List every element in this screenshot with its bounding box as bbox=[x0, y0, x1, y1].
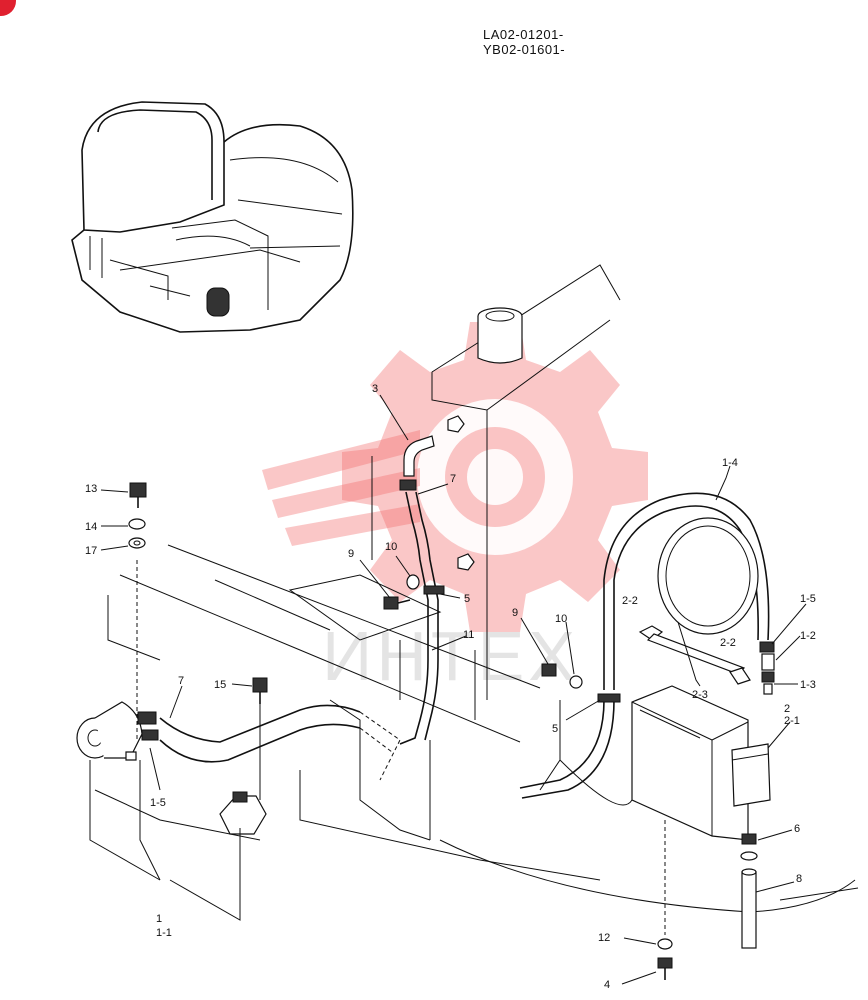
bolt-9-left bbox=[383, 574, 420, 610]
serial-number-2: YB02-01601- bbox=[483, 42, 566, 57]
label-17: 17 bbox=[85, 545, 97, 557]
label-1-5-lower: 1-5 bbox=[150, 797, 166, 809]
label-12: 12 bbox=[598, 932, 610, 944]
filler-neck bbox=[477, 307, 523, 364]
washer-12-bolt-4 bbox=[657, 820, 673, 980]
elbow-fitting-and-hose bbox=[399, 415, 475, 745]
watermark-text: ИНТЕХ bbox=[322, 617, 579, 695]
label-2-2-right: 2-2 bbox=[720, 637, 736, 649]
bracket-2-2 bbox=[638, 625, 751, 685]
label-10-left: 10 bbox=[385, 541, 397, 553]
serial-number-1: LA02-01201- bbox=[483, 27, 564, 42]
hose-1-4 bbox=[519, 492, 770, 799]
machine-frame bbox=[94, 264, 859, 913]
label-9-right: 9 bbox=[512, 607, 518, 619]
label-2: 2 bbox=[784, 703, 790, 715]
label-2-3: 2-3 bbox=[692, 689, 708, 701]
label-1: 1 bbox=[156, 913, 162, 925]
label-6: 6 bbox=[794, 823, 800, 835]
part-labels: 3 7 9 10 5 11 9 10 5 1-4 2-2 2-2 2-3 1-5… bbox=[85, 383, 816, 991]
fitting-6-pipe-8 bbox=[740, 833, 758, 949]
label-5-lower: 5 bbox=[552, 723, 558, 735]
tank-2 bbox=[631, 685, 771, 841]
label-15: 15 bbox=[214, 679, 226, 691]
bolt-13-washers bbox=[128, 482, 147, 740]
callout-leaders bbox=[89, 394, 807, 985]
motor-hose bbox=[159, 704, 401, 781]
label-7-lower: 7 bbox=[178, 675, 184, 687]
label-1-3: 1-3 bbox=[800, 679, 816, 691]
label-13: 13 bbox=[85, 483, 97, 495]
label-1-2: 1-2 bbox=[800, 630, 816, 642]
label-1-1: 1-1 bbox=[156, 927, 172, 939]
washer-motor-1 bbox=[76, 701, 159, 761]
label-2-2-left: 2-2 bbox=[622, 595, 638, 607]
bolt-15-and-bracket bbox=[219, 677, 268, 835]
label-1-5-right: 1-5 bbox=[800, 593, 816, 605]
label-1-4: 1-4 bbox=[722, 457, 738, 469]
label-2-1: 2-1 bbox=[784, 715, 800, 727]
machine-overview-inset bbox=[71, 101, 354, 333]
label-7-upper: 7 bbox=[450, 473, 456, 485]
label-4: 4 bbox=[604, 979, 610, 991]
label-14: 14 bbox=[85, 521, 97, 533]
bolt-9-right bbox=[541, 663, 583, 689]
label-8: 8 bbox=[796, 873, 802, 885]
label-5-upper: 5 bbox=[464, 593, 470, 605]
label-11: 11 bbox=[463, 629, 474, 641]
label-10-right: 10 bbox=[555, 613, 567, 625]
coupler-1-2-1-3-1-5 bbox=[759, 641, 775, 695]
label-9-left: 9 bbox=[348, 548, 354, 560]
watermark-logo bbox=[262, 322, 648, 632]
label-3: 3 bbox=[372, 383, 378, 395]
